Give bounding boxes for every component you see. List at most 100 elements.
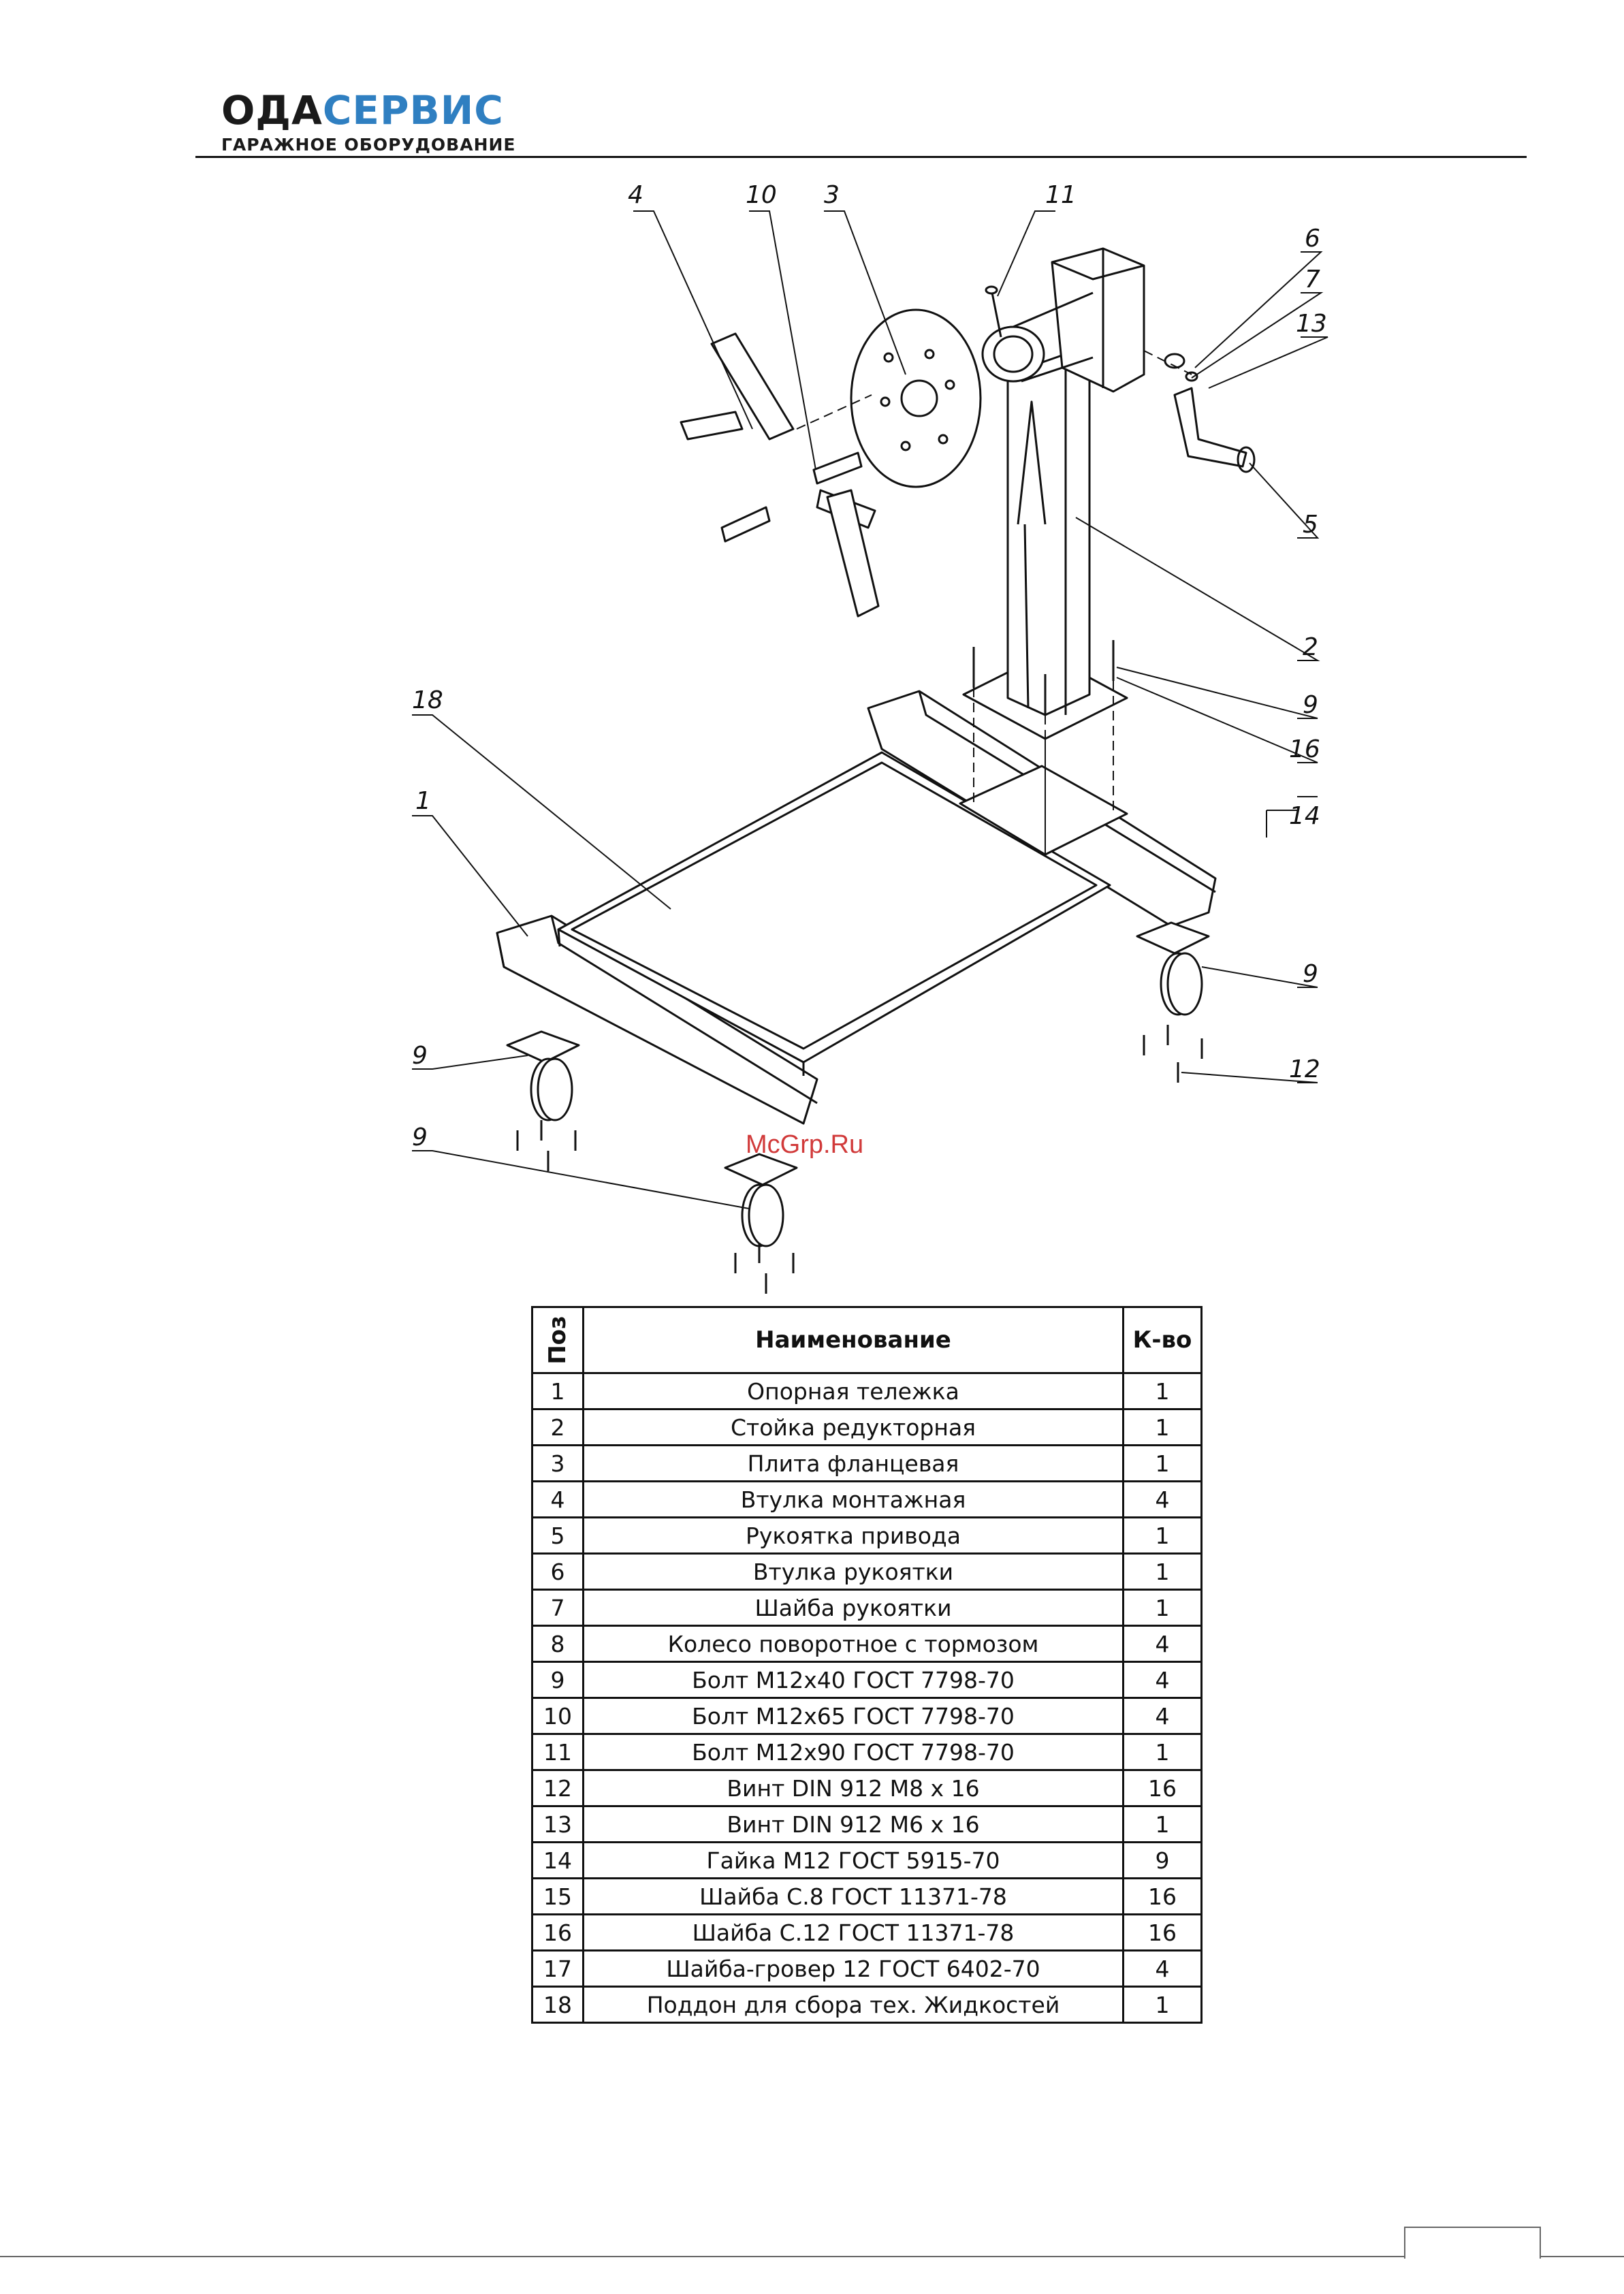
flange-plate <box>850 308 982 488</box>
callout-3: 3 <box>824 181 840 209</box>
callout-7: 7 <box>1305 266 1320 293</box>
callout-2: 2 <box>1303 633 1318 661</box>
page-number-tab <box>1404 2227 1541 2259</box>
callout-16: 16 <box>1289 735 1320 763</box>
callout-6: 6 <box>1305 225 1320 253</box>
callout-14: 14 <box>1289 802 1320 830</box>
cell-name: Шайба-гровер 12 ГОСТ 6402-70 <box>582 1949 1124 1988</box>
cell-qty: 1 <box>1122 1805 1203 1843</box>
callout-12: 12 <box>1289 1055 1320 1083</box>
cell-name: Болт М12х40 ГОСТ 7798-70 <box>582 1661 1124 1699</box>
header-name: Наименование <box>582 1306 1124 1374</box>
cell-name: Шайба С.8 ГОСТ 11371-78 <box>582 1877 1124 1915</box>
cell-pos: 10 <box>531 1697 584 1735</box>
cell-pos: 18 <box>531 1986 584 2024</box>
header-qty: К-во <box>1122 1306 1203 1374</box>
logo-wordmark: ОДАСЕРВИС <box>221 89 504 132</box>
cell-pos: 8 <box>531 1625 584 1663</box>
cell-name: Колесо поворотное с тормозом <box>582 1625 1124 1663</box>
cell-name: Рукоятка привода <box>582 1516 1124 1555</box>
cell-pos: 3 <box>531 1444 584 1482</box>
oil-tray <box>557 751 1111 1064</box>
cell-pos: 5 <box>531 1516 584 1555</box>
cell-name: Втулка рукоятки <box>582 1552 1124 1591</box>
cell-pos: 4 <box>531 1480 584 1518</box>
cell-qty: 4 <box>1122 1625 1203 1663</box>
company-logo: ОДАСЕРВИС ГАРАЖНОЕ ОБОРУДОВАНИЕ <box>221 89 555 155</box>
callout-9a: 9 <box>1303 691 1318 719</box>
cell-pos: 1 <box>531 1372 584 1410</box>
drive-handle <box>1173 387 1247 468</box>
caster-front-left <box>506 1030 580 1121</box>
logo-part1: ОДА <box>221 87 323 133</box>
cell-name: Опорная тележка <box>582 1372 1124 1410</box>
cell-pos: 6 <box>531 1552 584 1591</box>
callout-11: 11 <box>1045 181 1077 209</box>
cell-qty: 4 <box>1122 1697 1203 1735</box>
exploded-assembly-drawing: 4 10 3 11 6 7 13 5 2 9 16 14 18 1 9 12 9… <box>412 181 1328 1294</box>
callout-1: 1 <box>415 787 431 815</box>
cell-qty: 16 <box>1122 1913 1203 1952</box>
callout-5: 5 <box>1303 511 1318 539</box>
cell-pos: 9 <box>531 1661 584 1699</box>
cell-pos: 12 <box>531 1769 584 1807</box>
cell-pos: 15 <box>531 1877 584 1915</box>
cell-name: Винт DIN 912 M6 x 16 <box>582 1805 1124 1843</box>
cell-pos: 17 <box>531 1949 584 1988</box>
cell-name: Винт DIN 912 M8 x 16 <box>582 1769 1124 1807</box>
header-divider <box>195 156 1527 158</box>
cell-pos: 13 <box>531 1805 584 1843</box>
mount-arm-4 <box>826 489 880 618</box>
cell-pos: 7 <box>531 1589 584 1627</box>
callout-4: 4 <box>628 181 643 209</box>
cell-name: Плита фланцевая <box>582 1444 1124 1482</box>
logo-subtitle: ГАРАЖНОЕ ОБОРУДОВАНИЕ <box>221 135 516 155</box>
cell-name: Втулка монтажная <box>582 1480 1124 1518</box>
callout-9c: 9 <box>412 1042 428 1070</box>
callout-18: 18 <box>412 686 443 714</box>
cell-name: Поддон для сбора тех. Жидкостей <box>582 1986 1124 2024</box>
cell-qty: 16 <box>1122 1877 1203 1915</box>
callout-9b: 9 <box>1303 960 1318 988</box>
cell-qty: 1 <box>1122 1986 1203 2024</box>
cell-qty: 1 <box>1122 1552 1203 1591</box>
cell-qty: 16 <box>1122 1769 1203 1807</box>
cell-name: Стойка редукторная <box>582 1408 1124 1446</box>
cell-qty: 1 <box>1122 1516 1203 1555</box>
cell-qty: 1 <box>1122 1408 1203 1446</box>
cell-name: Гайка М12 ГОСТ 5915-70 <box>582 1841 1124 1879</box>
cell-qty: 1 <box>1122 1733 1203 1771</box>
gear-column <box>1006 353 1091 716</box>
cell-qty: 4 <box>1122 1480 1203 1518</box>
cell-pos: 2 <box>531 1408 584 1446</box>
logo-part2: СЕРВИС <box>322 87 504 133</box>
cell-qty: 1 <box>1122 1589 1203 1627</box>
cell-name: Шайба С.12 ГОСТ 11371-78 <box>582 1913 1124 1952</box>
footer-divider-right <box>1540 2256 1624 2257</box>
mount-arm-1 <box>710 332 795 441</box>
callout-9d: 9 <box>412 1124 428 1151</box>
cell-pos: 11 <box>531 1733 584 1771</box>
cell-name: Болт М12х65 ГОСТ 7798-70 <box>582 1697 1124 1735</box>
cell-pos: 14 <box>531 1841 584 1879</box>
table-header-row: Поз Наименование К-во <box>531 1306 1203 1374</box>
cell-qty: 1 <box>1122 1444 1203 1482</box>
